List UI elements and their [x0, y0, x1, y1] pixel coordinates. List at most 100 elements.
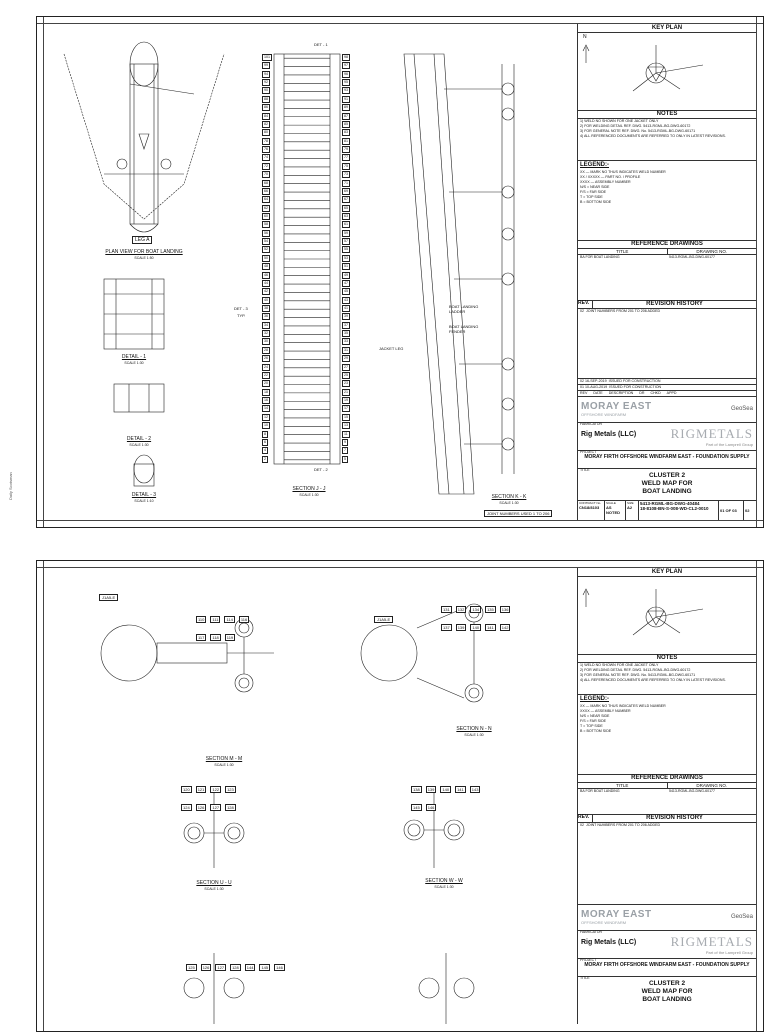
legend-side-4: B = BOTTOM SIDE [580, 200, 612, 204]
rigmetals-logo-2: RIGMETALS [670, 934, 753, 949]
fabricator-name: Rig Metals (LLC) [581, 430, 637, 438]
section-mm-scale: SCALE 1:30 [214, 763, 234, 767]
legend2-text-1: MARK NO THUS INDICATES WELD NUMBER [590, 704, 666, 708]
weld-number-tag: 62 [262, 204, 270, 212]
weld-number-tag: 73 [342, 171, 350, 179]
title-box-2: TITLE CLUSTER 2 WELD MAP FOR BOAT LANDIN… [578, 976, 756, 1024]
weld-number-tag: 131 [441, 606, 452, 613]
section-jj-caption: SECTION J - J [292, 486, 326, 492]
section-uu-scale: SCALE 1:30 [204, 887, 224, 891]
weld-number-tag: 74 [262, 154, 270, 162]
weld-number-tag: 83 [342, 129, 350, 137]
rev2-label: REV. [578, 814, 593, 822]
key-plan-title-2: KEY PLAN [578, 568, 756, 577]
weld-number-tag: 96 [342, 70, 350, 78]
fabricator-label: FABRICATOR [580, 422, 603, 426]
det-1-label: DET - 1 [314, 42, 328, 47]
title-line-1: CLUSTER 2 [648, 472, 686, 479]
plan-view-caption: PLAN VIEW FOR BOAT LANDING [105, 249, 183, 255]
rigmetals-logo: RIGMETALS [670, 426, 753, 441]
weld-number-tag: 117 [196, 634, 207, 641]
ref-col-title: TITLE [578, 249, 668, 254]
fender-label: BOAT LANDING FENDER [449, 324, 479, 334]
weld-number-tag: 23 [342, 380, 350, 388]
weld-number-tag: 127 [215, 964, 227, 971]
weld-number-tag: 145 [411, 804, 422, 811]
weld-number-tag: 141 [455, 786, 466, 793]
reference-drawings-box-2: REFERENCE DRAWINGS TITLE DRAWING NO. BA … [578, 774, 756, 815]
rev-footer-desc: DESCRIPTION [608, 391, 634, 395]
legend-text-3: ASSEMBLY NUMBER [595, 180, 631, 184]
weld-number-tag: 40 [262, 296, 270, 304]
ref2-col-title: TITLE [578, 783, 668, 788]
weld-number-tag: 123 [225, 786, 236, 793]
weld-number-tag: 9 [342, 438, 348, 446]
legend-text-2: PART NO. / PROFILE [605, 175, 641, 179]
legend2-key-3: XXXX [580, 709, 590, 713]
weld-number-tag: 47 [342, 279, 350, 287]
weld-number-tag: 140 [440, 786, 452, 793]
weld-number-tag: 25 [342, 371, 350, 379]
weld-number-tag: 86 [262, 104, 270, 112]
weld-number-tag: 70 [262, 171, 270, 179]
weld-number-tag: 43 [342, 296, 350, 304]
weld-number-tag: 79 [342, 146, 350, 154]
weld-number-tag: 52 [262, 246, 270, 254]
weld-number-tag: 6 [262, 438, 268, 446]
weld-number-tag: 49 [342, 271, 350, 279]
weld-number-tag: 143 [469, 786, 481, 793]
weld-map-drawing-2 [100, 603, 484, 1024]
geosea-logo-2: GeoSea [730, 914, 753, 920]
client-logo-box-2: MORAY EAST OFFSHORE WINDFARM GeoSea [578, 904, 756, 931]
weld-number-tag: 50 [262, 254, 270, 262]
weld-number-tag: 111 [210, 616, 221, 623]
legend-text-1: MARK NO THUS INDICATES WELD NUMBER [590, 170, 666, 174]
border-ruler-right [756, 17, 763, 527]
section-kk-scale: SCALE 1:30 [499, 501, 519, 505]
det-3-label: DET - 3 [234, 306, 248, 311]
weld-number-tag: 135 [485, 606, 496, 613]
border-ruler-bottom [37, 520, 763, 527]
ladder-label: BOAT LANDING LADDER [449, 304, 479, 314]
weld-number-tag: 42 [262, 288, 270, 296]
weld-number-tag: 21 [342, 388, 350, 396]
contract-label: CONTRACT No. [579, 501, 602, 505]
title-panel: KEY PLAN N NOTES 1) WELD NO SHOWN FOR ON… [577, 24, 756, 520]
rev-footer-date: DATE [593, 391, 603, 395]
revision-history-box: REV. REVISION HISTORY 02 JOINT NUMBERS F… [578, 300, 756, 397]
weld-number-tag: 39 [342, 313, 350, 321]
weld-number-tag: 78 [262, 137, 270, 145]
project-label: PROJECT [580, 450, 597, 454]
weld-number-tag: 146 [274, 964, 285, 971]
weld-number-tag: 31 [342, 346, 350, 354]
weld-number-tag: 66 [262, 187, 270, 195]
moray-east-sub: OFFSHORE WINDFARM [581, 412, 627, 417]
legend-title-2: LEGEND:- [580, 696, 609, 702]
title-box: TITLE CLUSTER 2 WELD MAP FOR BOAT LANDIN… [578, 468, 756, 501]
legend2-text-3: ASSEMBLY NUMBER [595, 709, 631, 713]
ref-row-no: 5413-RGML-BG-DWG-60177 [669, 255, 715, 259]
title-panel-2: KEY PLAN NOTES 1) WELD NO SHOWN FOR ONE … [577, 568, 756, 1024]
legend-title: LEGEND:- [580, 162, 609, 168]
border-ruler-top [37, 17, 763, 24]
weld-number-tag: 14 [262, 405, 270, 413]
drawing-area: PLAN VIEW FOR BOAT LANDING SCALE 1:50 LE… [44, 24, 572, 520]
reference-drawings-title-2: REFERENCE DRAWINGS [578, 774, 756, 783]
key-plan-diagram-2 [582, 588, 704, 636]
weld-number-tag: 97 [342, 62, 350, 70]
sheet-number: 01 OF 03 [719, 500, 744, 520]
rev-footer-dr: DR [639, 391, 645, 395]
legend2-side-4: B = BOTTOM SIDE [580, 729, 612, 733]
weld-number-tag: 125 [186, 964, 197, 971]
weld-number-tag: 5 [342, 455, 348, 463]
weld-number-tag: 77 [342, 154, 350, 162]
weld-number-tag: 101 [262, 54, 272, 61]
weld-number-tag: 87 [342, 112, 350, 120]
jacket-leg-label: JACKET LEG [379, 346, 404, 351]
weld-number-tag: 18 [262, 388, 270, 396]
project-label-2: PROJECT [580, 958, 597, 962]
